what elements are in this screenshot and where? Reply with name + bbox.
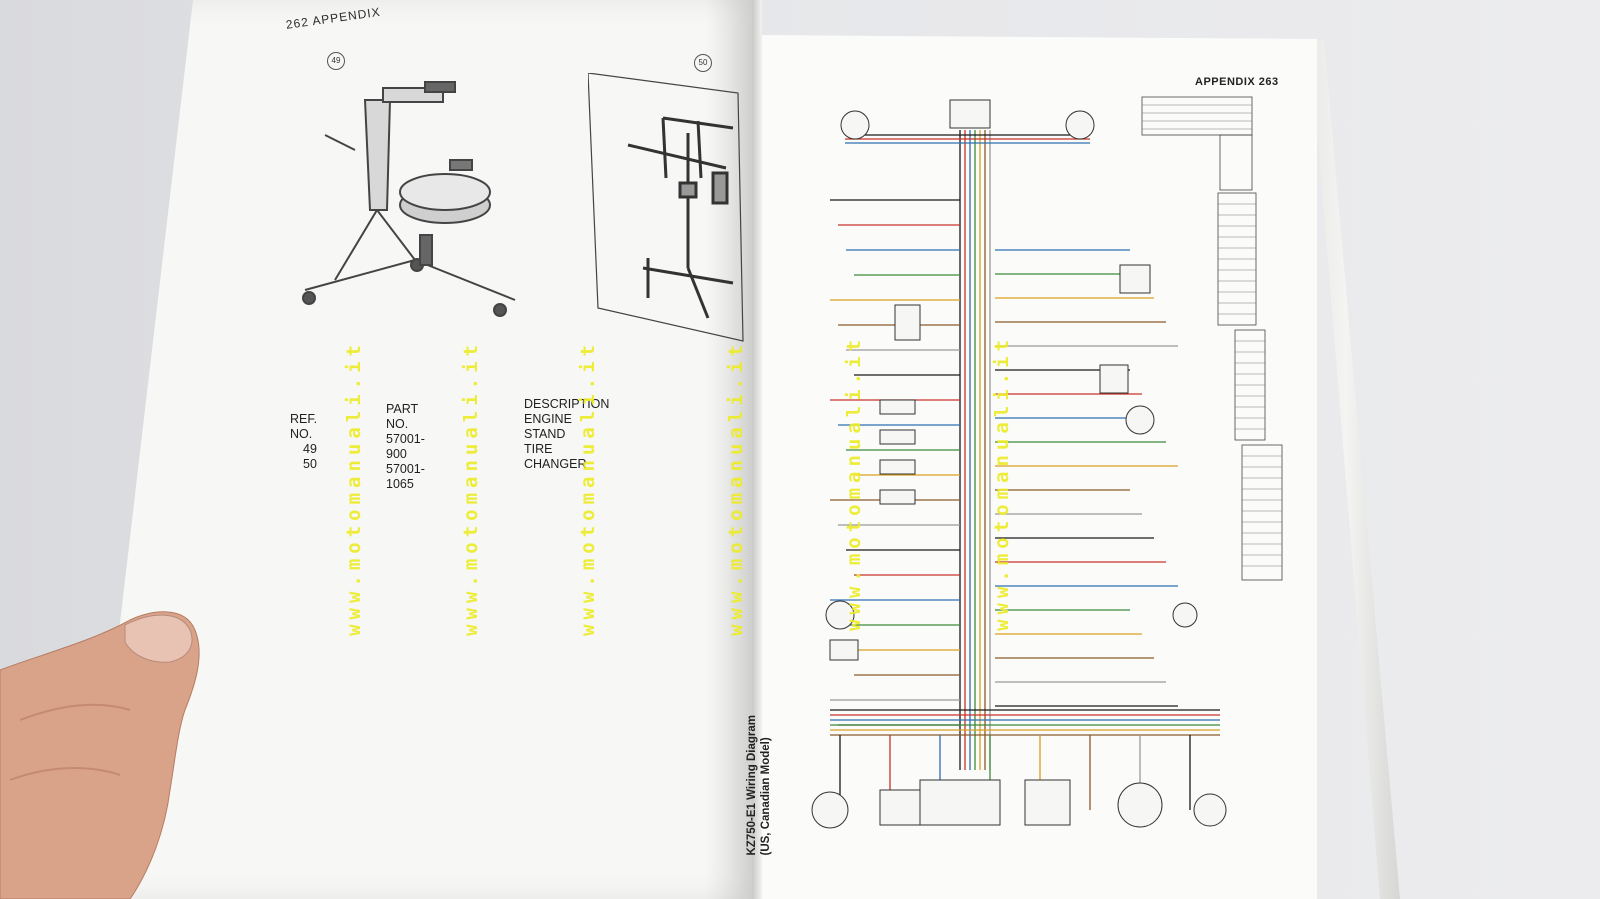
figure-number-49: 49: [327, 52, 345, 70]
right-page: [757, 35, 1317, 899]
component-box: [949, 99, 991, 129]
engine-stand-illustration: [302, 81, 516, 317]
component-lamp: [1065, 110, 1095, 140]
ref-no-cell: 50: [303, 457, 317, 471]
component-box: [829, 639, 859, 661]
part-no-cell: 57001-900: [386, 432, 425, 461]
description-column: DESCRIPTION ENGINE STAND TIRE CHANGER: [524, 397, 609, 472]
hand: [0, 611, 200, 899]
tire-changer-illustration: [588, 73, 744, 342]
component-box: [879, 399, 916, 415]
component-box: [879, 489, 916, 505]
component-lamp: [1193, 793, 1227, 827]
diagram-title-line1: KZ750-E1 Wiring Diagram: [746, 715, 758, 856]
description-cell: TIRE CHANGER: [524, 442, 587, 471]
component-lamp: [811, 791, 849, 829]
watermark: www.motomanuali.it: [843, 335, 865, 631]
watermark: www.motomanuali.it: [343, 340, 365, 636]
watermark: www.motomanuali.it: [991, 335, 1013, 631]
component-lamp: [1117, 782, 1163, 828]
ref-no-cell: 49: [303, 442, 317, 456]
ref-no-column: REF. NO. 49 50: [290, 412, 317, 472]
left-page-shadow: [705, 0, 760, 899]
watermark: www.motomanuali.it: [577, 340, 599, 636]
connector-tables: [1141, 96, 1283, 581]
description-cell: ENGINE STAND: [524, 412, 572, 441]
component-box: [879, 459, 916, 475]
part-no-column: PART NO. 57001-900 57001-1065: [386, 402, 425, 492]
watermark: www.motomanuali.it: [460, 340, 482, 636]
ref-no-header: REF. NO.: [290, 412, 318, 441]
book-gutter: [752, 0, 762, 899]
watermark: www.motomanuali.it: [725, 340, 747, 636]
diagram-title-line2: (US, Canadian Model): [760, 737, 772, 856]
part-no-header: PART NO.: [386, 402, 418, 431]
wiring-diagram: [811, 99, 1227, 829]
component-box: [1024, 779, 1071, 826]
component-lamp: [840, 110, 870, 140]
component-box: [1119, 264, 1151, 294]
component-lamp: [825, 600, 855, 630]
figure-number-50: 50: [694, 54, 712, 72]
component-lamp: [1172, 602, 1198, 628]
part-no-cell: 57001-1065: [386, 462, 425, 491]
right-page-header: APPENDIX 263: [1195, 76, 1279, 88]
component-box: [879, 789, 921, 826]
component-lamp: [1125, 405, 1155, 435]
diagram-title: KZ750-E1 Wiring Diagram (US, Canadian Mo…: [745, 715, 773, 856]
component-box: [1099, 364, 1129, 394]
component-box: [919, 779, 1001, 826]
component-box: [879, 429, 916, 445]
component-box: [894, 304, 921, 341]
description-header: DESCRIPTION: [524, 397, 610, 411]
